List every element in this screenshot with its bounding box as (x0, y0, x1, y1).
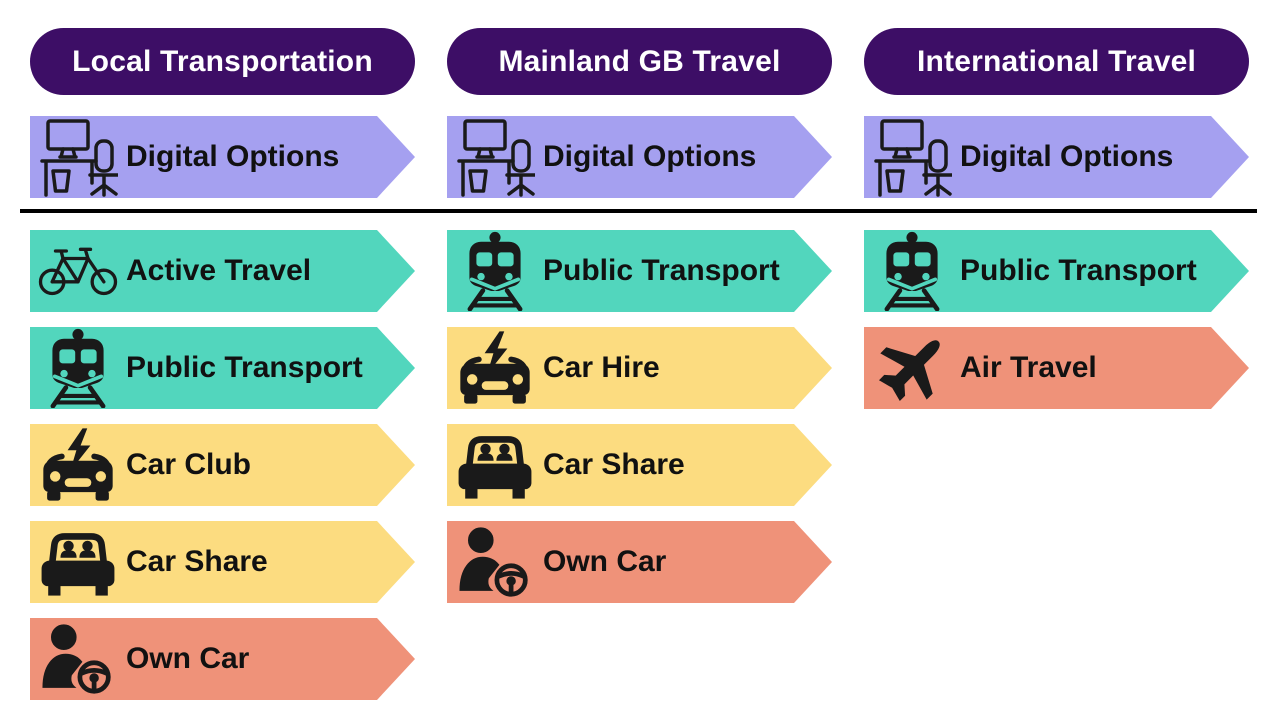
banner-label: Own Car (126, 642, 250, 675)
banner-digital-options: Digital Options (864, 116, 1249, 198)
international-rows: Public Transport Air Travel (864, 230, 1249, 409)
electric-car-icon (455, 328, 535, 408)
banner-public-transport: Public Transport (30, 327, 415, 409)
banner-label: Air Travel (960, 351, 1097, 384)
banner-own-car: Own Car (447, 521, 832, 603)
banner-label: Digital Options (543, 140, 757, 173)
banner-active-travel: Active Travel (30, 230, 415, 312)
column-header-local-transportation: Local Transportation (30, 28, 415, 95)
banner-digital-options: Digital Options (30, 116, 415, 198)
banner-car-hire: Car Hire (447, 327, 832, 409)
digital-divider-line (20, 209, 1257, 213)
column-international-travel: International Travel Digital Options Pub… (864, 0, 1249, 720)
banner-label: Public Transport (543, 254, 780, 287)
banner-air-travel: Air Travel (864, 327, 1249, 409)
banner-label: Own Car (543, 545, 667, 578)
banner-public-transport: Public Transport (447, 230, 832, 312)
train-icon (38, 328, 118, 408)
banner-own-car: Own Car (30, 618, 415, 700)
banner-label: Digital Options (126, 140, 340, 173)
column-mainland-gb-travel: Mainland GB Travel Digital Options Publi… (447, 0, 832, 720)
column-local-transportation: Local Transportation Digital Options Act… (30, 0, 415, 720)
car-share-icon (38, 522, 118, 602)
column-header-label: Mainland GB Travel (498, 44, 781, 78)
train-icon (872, 231, 952, 311)
train-icon (455, 231, 535, 311)
local-rows: Active Travel Public Transport Car Club … (30, 230, 415, 700)
mainland-rows: Public Transport Car Hire Car Share Own … (447, 230, 832, 603)
banner-digital-options: Digital Options (447, 116, 832, 198)
banner-car-share: Car Share (447, 424, 832, 506)
driver-icon (38, 619, 118, 699)
column-header-mainland-gb-travel: Mainland GB Travel (447, 28, 832, 95)
car-share-icon (455, 425, 535, 505)
banner-car-share: Car Share (30, 521, 415, 603)
banner-label: Active Travel (126, 254, 312, 287)
banner-label: Car Hire (543, 351, 660, 384)
banner-public-transport: Public Transport (864, 230, 1249, 312)
banner-label: Public Transport (960, 254, 1197, 287)
workstation-icon (455, 117, 535, 197)
bicycle-icon (38, 231, 118, 311)
banner-label: Car Share (543, 448, 685, 481)
banner-label: Car Share (126, 545, 268, 578)
banner-label: Car Club (126, 448, 252, 481)
workstation-icon (872, 117, 952, 197)
driver-icon (455, 522, 535, 602)
airplane-icon (872, 328, 952, 408)
banner-car-club: Car Club (30, 424, 415, 506)
column-header-label: International Travel (916, 44, 1197, 78)
column-header-international-travel: International Travel (864, 28, 1249, 95)
banner-label: Public Transport (126, 351, 363, 384)
column-header-label: Local Transportation (72, 44, 373, 78)
workstation-icon (38, 117, 118, 197)
electric-car-icon (38, 425, 118, 505)
banner-label: Digital Options (960, 140, 1174, 173)
